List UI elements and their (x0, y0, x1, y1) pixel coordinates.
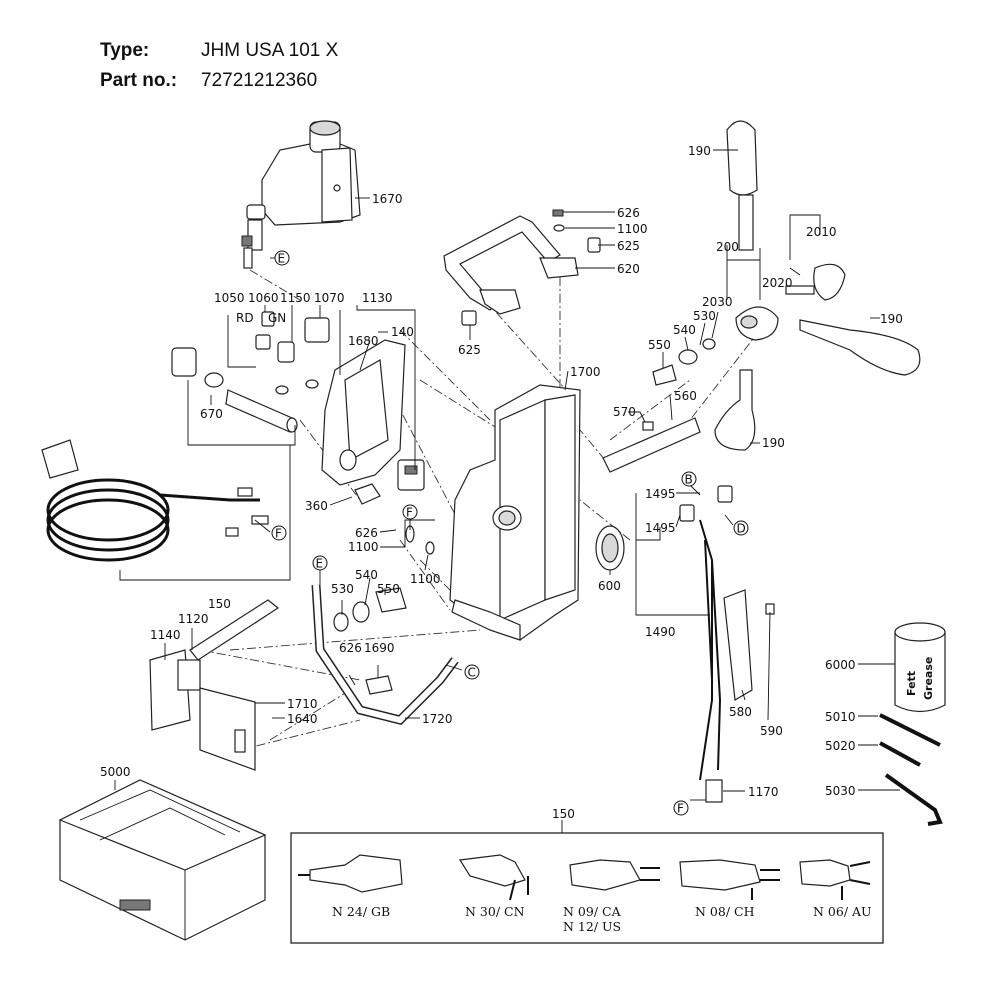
grease-can-label-1: Fett (905, 671, 918, 696)
callout-1150: 1150 (280, 291, 311, 305)
callout-150-cord: 150 (208, 597, 231, 611)
callout-550-upper: 550 (648, 338, 671, 352)
plug-label-ch: N 08/ CH (695, 904, 755, 919)
callout-360: 360 (305, 499, 328, 513)
tools-part (879, 713, 943, 826)
callout-530-upper: 530 (693, 309, 716, 323)
callout-5020: 5020 (825, 739, 856, 753)
callout-620: 620 (617, 262, 640, 276)
column-housing-part (449, 384, 581, 641)
callout-2020: 2020 (762, 276, 793, 290)
marker-f-harness: F (677, 802, 684, 816)
switch-components-part (171, 311, 330, 433)
callout-1670: 1670 (372, 192, 403, 206)
plug-label-gb: N 24/ GB (332, 904, 390, 919)
plug-variants-box: N 24/ GB N 30/ CN N 09/ CA N 12/ US N 08… (290, 832, 884, 944)
plug-label-cn: N 30/ CN (465, 904, 525, 919)
carry-handle-part (443, 209, 601, 326)
carry-case-part (58, 779, 267, 941)
electronics-board-part (149, 599, 280, 771)
callout-140: 140 (391, 325, 414, 339)
callout-190-bottom: 190 (762, 436, 785, 450)
callout-670: 670 (200, 407, 223, 421)
callout-190-top: 190 (688, 144, 711, 158)
part-number-label: Part no.: (100, 70, 178, 91)
feed-handle-part (602, 120, 921, 473)
callout-530-lower: 530 (331, 582, 354, 596)
callout-1690: 1690 (364, 641, 395, 655)
callout-200: 200 (716, 240, 739, 254)
leader-lines (114, 149, 900, 833)
plug-label-ca: N 09/ CA (563, 904, 622, 919)
callout-2030: 2030 (702, 295, 733, 309)
marker-e-top: E (278, 252, 286, 266)
type-value: JHM USA 101 X (201, 40, 339, 61)
marker-circles: E E F F F B C D (271, 250, 749, 816)
callout-5030: 5030 (825, 784, 856, 798)
callout-570: 570 (613, 405, 636, 419)
part-number-value: 72721212360 (201, 70, 318, 91)
callout-1495-upper: 1495 (645, 487, 676, 501)
switch-frame-part (321, 339, 425, 505)
callout-190-right: 190 (880, 312, 903, 326)
callout-1710: 1710 (287, 697, 318, 711)
marker-e-bottom: E (316, 557, 324, 571)
plug-label-us: N 12/ US (563, 919, 621, 934)
power-cord-part (41, 439, 269, 562)
gear-part (595, 525, 625, 571)
callout-626-top: 626 (617, 206, 640, 220)
callout-1640: 1640 (287, 712, 318, 726)
oil-tank-part (241, 120, 361, 269)
callout-1495-lower: 1495 (645, 521, 676, 535)
bearing-group-part (333, 525, 435, 632)
callout-1680: 1680 (348, 334, 379, 348)
callout-590: 590 (760, 724, 783, 738)
marker-c: C (468, 666, 476, 680)
callout-626-lower: 626 (339, 641, 362, 655)
callout-540-upper: 540 (673, 323, 696, 337)
callout-1130: 1130 (362, 291, 393, 305)
callout-6000: 6000 (825, 658, 856, 672)
plug-label-au: N 06/ AU (813, 904, 872, 919)
callout-1100-top: 1100 (617, 222, 648, 236)
wire-color-gn: GN (268, 311, 286, 325)
callout-580: 580 (729, 705, 752, 719)
callout-1120: 1120 (178, 612, 209, 626)
wiring-harness-part (679, 485, 775, 803)
callout-1100-mid: 1100 (348, 540, 379, 554)
assembly-dash-lines (199, 260, 761, 751)
callout-1060: 1060 (248, 291, 279, 305)
callout-5010: 5010 (825, 710, 856, 724)
callout-560: 560 (674, 389, 697, 403)
type-label: Type: (100, 40, 150, 61)
cable-tube-part (311, 584, 459, 725)
callout-2010: 2010 (806, 225, 837, 239)
callout-1100-lower: 1100 (410, 572, 441, 586)
marker-f-switch: F (406, 506, 413, 520)
marker-d: D (737, 522, 746, 536)
callout-600: 600 (598, 579, 621, 593)
callout-1490: 1490 (645, 625, 676, 639)
grease-can-part: Fett Grease (894, 622, 946, 713)
callout-625-right: 625 (617, 239, 640, 253)
callout-1050: 1050 (214, 291, 245, 305)
wire-color-rd: RD (236, 311, 254, 325)
callout-1720: 1720 (422, 712, 453, 726)
marker-f-cord: F (275, 527, 282, 541)
callout-150-plugs: 150 (552, 807, 575, 821)
callout-1070: 1070 (314, 291, 345, 305)
callout-labels: 1670 626 1100 625 620 625 190 200 2010 2… (100, 144, 903, 821)
callout-1140: 1140 (150, 628, 181, 642)
callout-626-mid: 626 (355, 526, 378, 540)
grease-can-label-2: Grease (922, 657, 935, 700)
callout-5000: 5000 (100, 765, 131, 779)
callout-1170: 1170 (748, 785, 779, 799)
callout-550-lower: 550 (377, 582, 400, 596)
callout-1700: 1700 (570, 365, 601, 379)
callout-540-lower: 540 (355, 568, 378, 582)
callout-625-left: 625 (458, 343, 481, 357)
marker-b: B (685, 473, 693, 487)
